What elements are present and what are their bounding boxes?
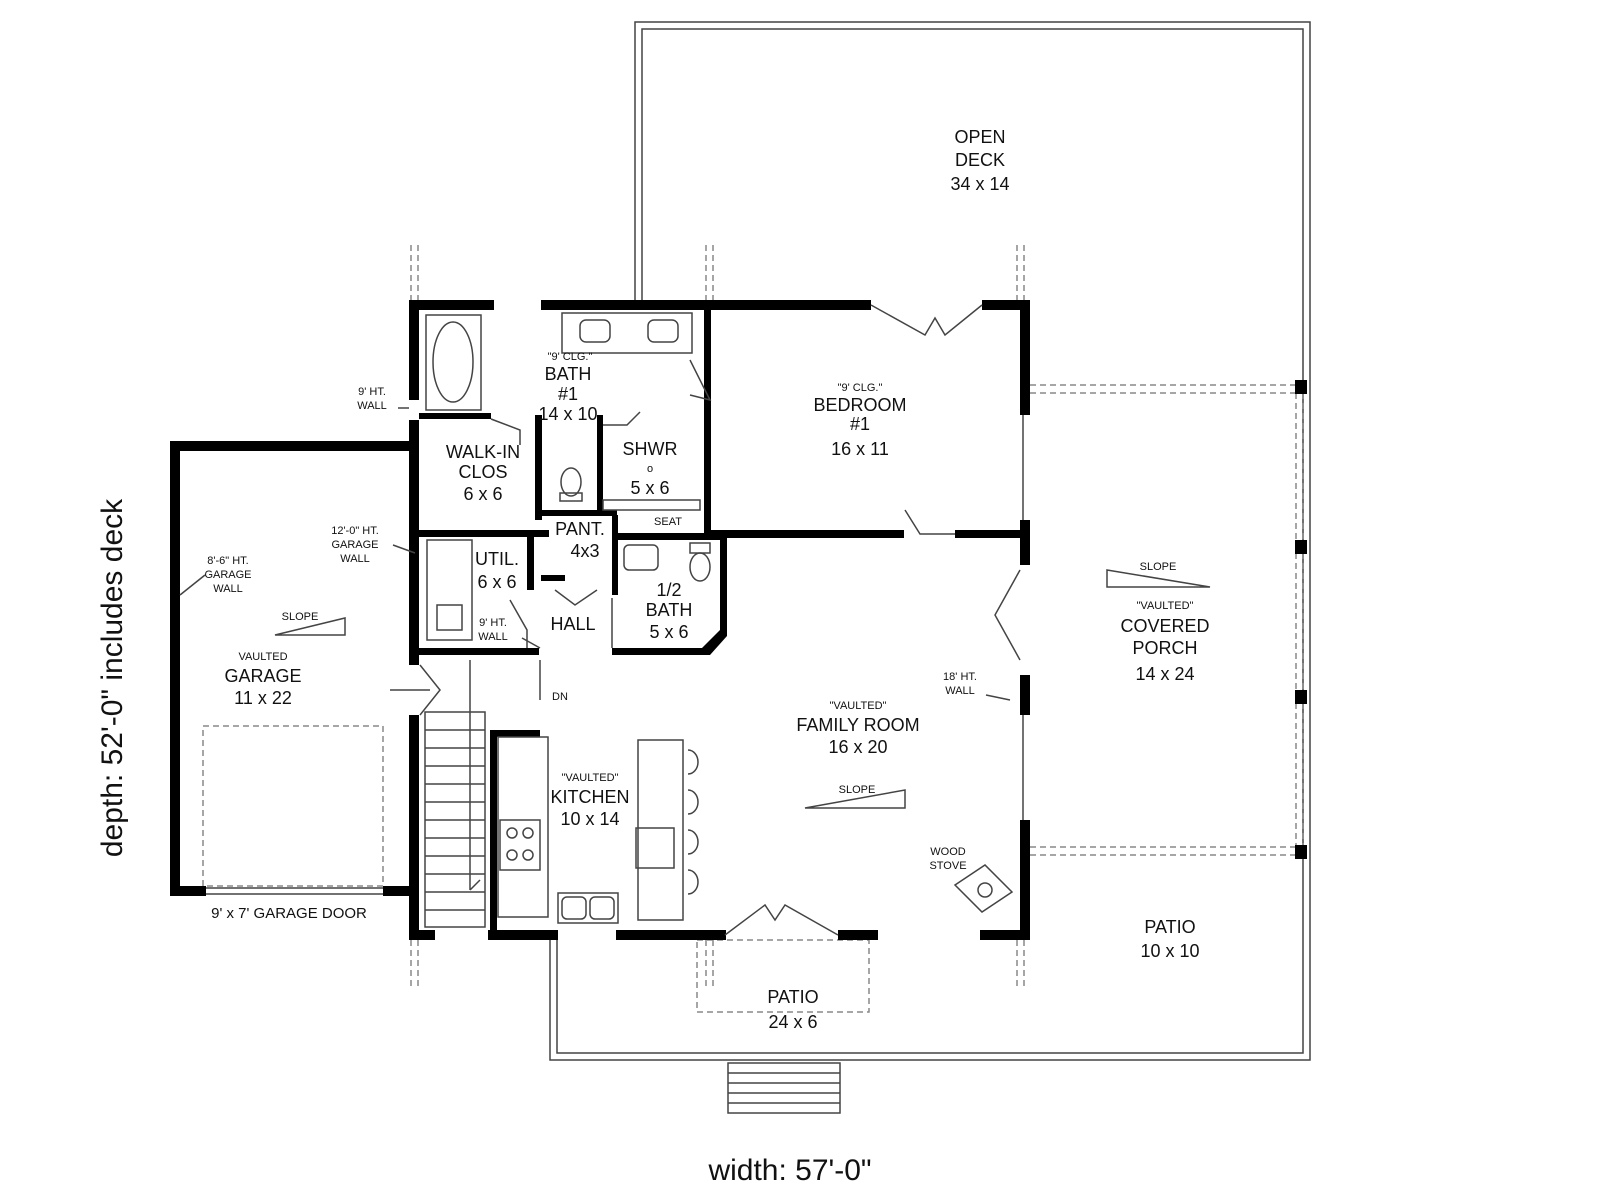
wall-9-util-note-1: 9' HT. xyxy=(479,617,507,629)
porch-note: "VAULTED" xyxy=(1137,600,1194,612)
exterior-walls xyxy=(409,300,1030,940)
porch-name-1: COVERED xyxy=(1120,616,1209,636)
front-patio-name: PATIO xyxy=(767,987,818,1007)
half-bath-name-2: BATH xyxy=(646,600,693,620)
walkin-name-1: WALK-IN xyxy=(446,442,520,462)
shower-glyph: o xyxy=(647,463,653,475)
leader-lines xyxy=(179,407,1011,701)
family-size: 16 x 20 xyxy=(828,737,887,757)
side-patio-size: 10 x 10 xyxy=(1140,941,1199,961)
wall-9-util-note-2: WALL xyxy=(478,631,508,643)
pantry-size: 4x3 xyxy=(570,541,599,561)
open-deck-name-1: OPEN xyxy=(954,127,1005,147)
walkin-name-2: CLOS xyxy=(458,462,507,482)
kitchen-note: "VAULTED" xyxy=(562,772,619,784)
stair-down-label: DN xyxy=(552,691,568,703)
kitchen-size: 10 x 14 xyxy=(560,809,619,829)
wood-stove xyxy=(953,864,1014,913)
wall-9-top-note-2: WALL xyxy=(357,400,387,412)
bath1-note: "9' CLG." xyxy=(548,351,593,363)
depth-dimension: depth: 52'-0" includes deck xyxy=(96,498,129,857)
garage-name: GARAGE xyxy=(224,666,301,686)
garage-wall-8-note-2: GARAGE xyxy=(204,569,251,581)
open-deck-name-2: DECK xyxy=(955,150,1005,170)
interior-walls xyxy=(419,310,1020,940)
family-name: FAMILY ROOM xyxy=(796,715,919,735)
bath-fixtures xyxy=(425,312,711,641)
half-bath-size: 5 x 6 xyxy=(649,622,688,642)
garage-note: VAULTED xyxy=(238,651,287,663)
garage-wall-12-note-2: GARAGE xyxy=(331,539,378,551)
bedroom1-number: #1 xyxy=(850,414,870,434)
bedroom1-name: BEDROOM xyxy=(813,395,906,415)
wood-stove-label-2: STOVE xyxy=(929,860,966,872)
garage-door-label: 9' x 7' GARAGE DOOR xyxy=(211,905,367,922)
porch-slope-label: SLOPE xyxy=(1140,561,1177,573)
covered-porch-outline xyxy=(1030,380,1307,859)
walkin-size: 6 x 6 xyxy=(463,484,502,504)
family-slope-label: SLOPE xyxy=(839,784,876,796)
bedroom1-note: "9' CLG." xyxy=(838,382,883,394)
shower-name: SHWR xyxy=(623,439,678,459)
bedroom1-size: 16 x 11 xyxy=(831,439,889,459)
garage-size: 11 x 22 xyxy=(234,688,292,708)
railing-posts xyxy=(410,245,1025,990)
garage-wall-12-note-1: 12'-0" HT. xyxy=(331,525,379,537)
shower-size: 5 x 6 xyxy=(630,478,669,498)
garage-slope-label: SLOPE xyxy=(282,611,319,623)
slope-indicators xyxy=(274,569,1211,809)
front-patio-outline xyxy=(696,939,870,1114)
porch-size: 14 x 24 xyxy=(1135,664,1194,684)
front-patio-size: 24 x 6 xyxy=(768,1012,817,1032)
open-deck-outline xyxy=(549,21,1311,1061)
width-dimension: width: 57'-0" xyxy=(707,1154,871,1187)
family-note: "VAULTED" xyxy=(830,700,887,712)
half-bath-name-1: 1/2 xyxy=(656,580,681,600)
stairs xyxy=(424,660,541,928)
hall-name: HALL xyxy=(550,614,595,634)
util-size: 6 x 6 xyxy=(477,572,516,592)
garage-wall-8-note-1: 8'-6" HT. xyxy=(207,555,248,567)
bath1-size: 14 x 10 xyxy=(538,404,597,424)
porch-name-2: PORCH xyxy=(1132,638,1197,658)
wood-stove-label-1: WOOD xyxy=(930,846,965,858)
garage-wall-12-note-3: WALL xyxy=(340,553,370,565)
garage-wall-8-note-3: WALL xyxy=(213,583,243,595)
side-patio-name: PATIO xyxy=(1144,917,1195,937)
shower-seat: SEAT xyxy=(654,516,682,528)
wall-9-top-note-1: 9' HT. xyxy=(358,386,386,398)
pantry-name: PANT. xyxy=(555,519,605,539)
kitchen-name: KITCHEN xyxy=(550,787,629,807)
wall-18-note-2: WALL xyxy=(945,685,975,697)
open-deck-size: 34 x 14 xyxy=(950,174,1009,194)
kitchen-fixtures xyxy=(497,736,699,924)
garage-walls xyxy=(170,441,416,896)
wall-18-note-1: 18' HT. xyxy=(943,671,977,683)
doors xyxy=(390,304,1021,936)
bath1-name: BATH xyxy=(545,364,592,384)
util-name: UTIL. xyxy=(475,549,519,569)
bath1-number: #1 xyxy=(558,384,578,404)
